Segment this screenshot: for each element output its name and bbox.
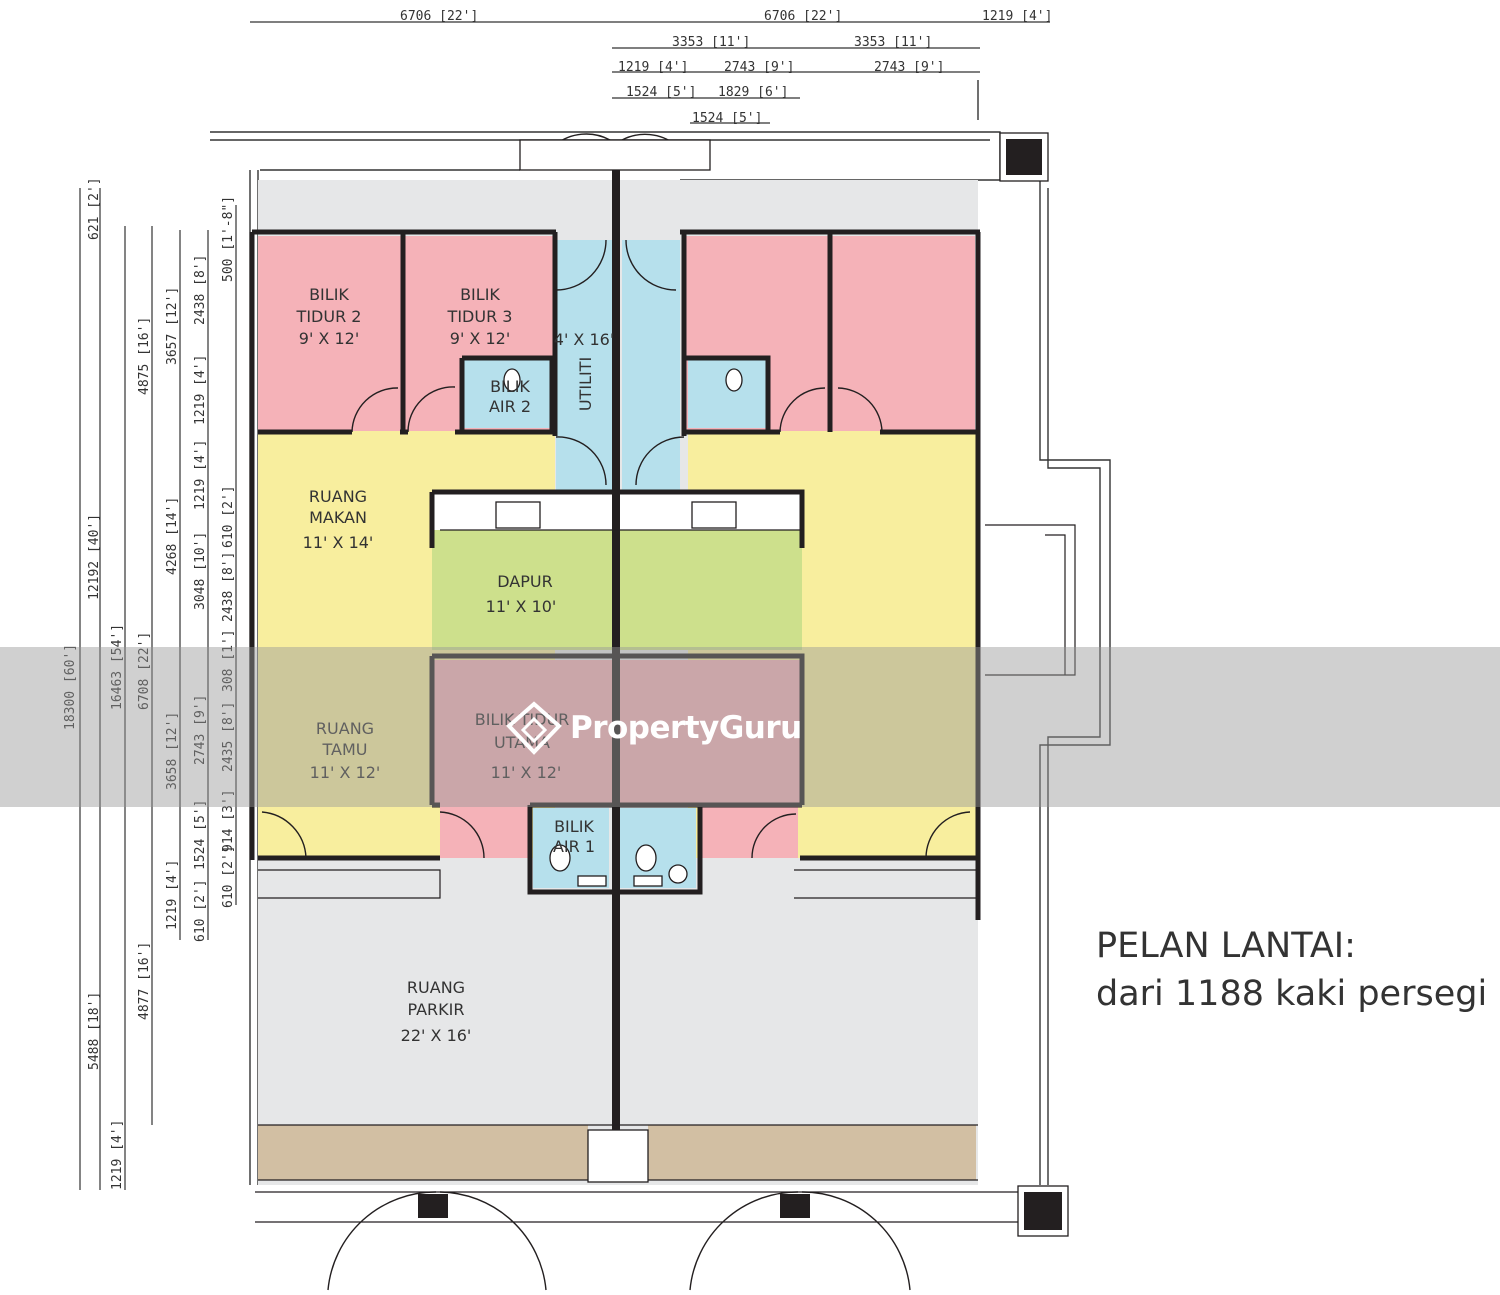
dim-top-2: 6706 [22'] <box>764 9 842 24</box>
label-bilik-tidur-2-l1: BILIK <box>309 285 349 304</box>
room-bilik-tidur-2 <box>258 236 402 431</box>
dim-left-c7a: 500 [1'-8"] <box>221 196 236 282</box>
label-ruang-parkir-l1: RUANG <box>407 978 465 997</box>
dim-top-1: 6706 [22'] <box>400 9 478 24</box>
room-bilik-tidur-3-right <box>831 236 975 431</box>
dim-top-7: 2743 [9'] <box>724 60 794 75</box>
door-swings <box>261 133 971 1291</box>
dim-left-c6g: 610 [2'] <box>193 879 208 942</box>
dim-left-c7b: 610 [2'] <box>221 485 236 548</box>
dim-top-9: 1524 [5'] <box>626 85 696 100</box>
dim-left-c2a: 621 [2'] <box>87 177 102 240</box>
caption-line-2: dari 1188 kaki persegi <box>1096 974 1488 1014</box>
plan-caption: PELAN LANTAI: dari 1188 kaki persegi <box>1096 922 1487 1018</box>
label-bilik-tidur-3-size: 9' X 12' <box>450 329 510 348</box>
dim-left-c2b: 12192 [40'] <box>87 514 102 600</box>
dimension-text-top: 6706 [22'] 6706 [22'] 1219 [4'] 3353 [11… <box>400 9 1052 126</box>
label-dapur: DAPUR <box>497 572 552 591</box>
room-utiliti-right <box>622 240 680 490</box>
room-bilik-air-2-right <box>688 360 766 428</box>
dim-left-c3a: 16463 [54'] <box>110 624 125 710</box>
label-ruang-makan-l2: MAKAN <box>309 508 367 527</box>
label-bilik-tidur-2-l2: TIDUR 2 <box>296 307 362 326</box>
label-ruang-tamu-l2: TAMU <box>322 740 368 759</box>
label-bilik-tidur-utama-size: 11' X 12' <box>491 763 562 782</box>
label-bilik-air-1-l1: BILIK <box>554 817 594 836</box>
dim-left-c4a: 4875 [16'] <box>137 317 152 395</box>
label-ruang-parkir-l2: PARKIR <box>407 1000 464 1019</box>
dim-left-c6f: 1524 [5'] <box>193 800 208 870</box>
dim-left-c5b: 4268 [14'] <box>165 497 180 575</box>
label-bilik-air-2-l1: BILIK <box>490 377 530 396</box>
watermark-text: PropertyGuru <box>570 710 802 746</box>
dim-left-c7e: 2435 [8'] <box>221 702 236 772</box>
label-bilik-air-2-l2: AIR 2 <box>489 397 531 416</box>
dim-top-10: 1829 [6'] <box>718 85 788 100</box>
dimension-text-left: 18300 [60'] 621 [2'] 12192 [40'] 5488 [1… <box>63 177 236 1190</box>
dim-left-c6a: 2438 [8'] <box>193 255 208 325</box>
dim-top-11: 1524 [5'] <box>692 111 762 126</box>
dim-left-c5a: 3657 [12'] <box>165 287 180 365</box>
interior-lines <box>255 524 1076 1223</box>
dimension-lines-left <box>79 188 237 1190</box>
dim-left-c7g: 610 [2'] <box>221 845 236 908</box>
fixtures <box>495 132 1069 1237</box>
dim-left-c6b: 1219 [4'] <box>193 355 208 425</box>
dim-top-3: 1219 [4'] <box>982 9 1052 24</box>
label-bilik-tidur-3-l2: TIDUR 3 <box>447 307 513 326</box>
label-bilik-air-1-l2: AIR 1 <box>553 837 595 856</box>
floor-strip-right <box>648 1125 976 1180</box>
caption-line-1: PELAN LANTAI: <box>1096 926 1356 966</box>
vent-grilles <box>418 139 1062 1230</box>
dim-left-c6e: 2743 [9'] <box>193 695 208 765</box>
dimension-lines-top <box>250 21 1050 124</box>
dim-left-c1a: 18300 [60'] <box>63 644 78 730</box>
dim-top-4: 3353 [11'] <box>672 35 750 50</box>
dim-left-c4c: 4877 [16'] <box>137 942 152 1020</box>
walls <box>249 229 981 920</box>
label-bilik-tidur-3-l1: BILIK <box>460 285 500 304</box>
label-dapur-size: 11' X 10' <box>486 597 557 616</box>
label-ruang-parkir-size: 22' X 16' <box>401 1026 472 1045</box>
dim-left-c7c: 2438 [8'] <box>221 552 236 622</box>
master-entry <box>440 805 530 858</box>
dim-left-c3b: 1219 [4'] <box>110 1120 125 1190</box>
dim-left-c4b: 6708 [22'] <box>137 632 152 710</box>
dim-top-8: 2743 [9'] <box>874 60 944 75</box>
label-ruang-makan-size: 11' X 14' <box>303 533 374 552</box>
dim-top-5: 3353 [11'] <box>854 35 932 50</box>
floor-strip-left <box>258 1125 588 1180</box>
label-bilik-tidur-2-size: 9' X 12' <box>299 329 359 348</box>
room-labels: BILIK TIDUR 2 9' X 12' BILIK TIDUR 3 9' … <box>296 285 615 1045</box>
master-entry-right <box>700 805 798 858</box>
dim-left-c5d: 1219 [4'] <box>165 860 180 930</box>
dim-left-c2c: 5488 [18'] <box>87 992 102 1070</box>
propertyguru-logo-icon <box>506 701 562 755</box>
dim-left-c6d: 3048 [10'] <box>193 532 208 610</box>
dim-top-6: 1219 [4'] <box>618 60 688 75</box>
label-ruang-tamu-l1: RUANG <box>316 719 374 738</box>
dim-left-c7f: 914 [3'] <box>221 789 236 852</box>
label-utiliti: UTILITI <box>576 357 595 411</box>
dim-left-c5c: 3658 [12'] <box>165 712 180 790</box>
label-ruang-tamu-size: 11' X 12' <box>310 763 381 782</box>
label-ruang-makan-l1: RUANG <box>309 487 367 506</box>
label-utiliti-size: 4' X 16' <box>554 330 614 349</box>
dim-left-c7d: 308 [1'] <box>221 629 236 692</box>
dim-left-c6c: 1219 [4'] <box>193 440 208 510</box>
room-bilik-air-1 <box>533 808 609 888</box>
